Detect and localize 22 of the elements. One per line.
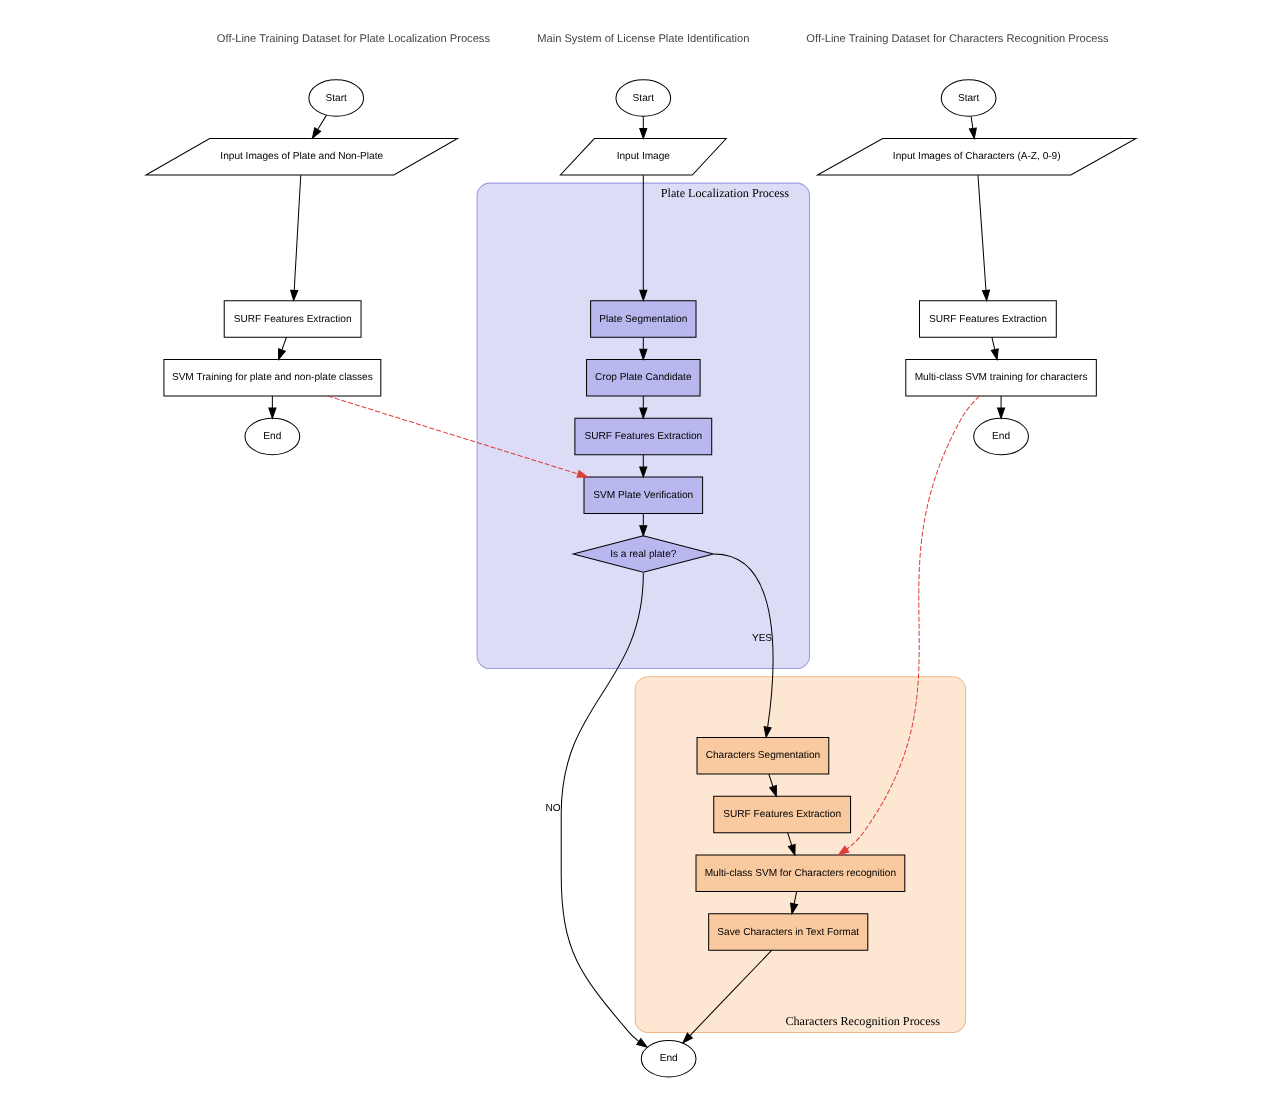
arrow [968,115,977,141]
arrow [560,572,649,1049]
arrow [837,395,980,856]
arrow [278,336,287,361]
arrow [639,115,648,141]
arrow [713,553,774,739]
arrow [996,395,1006,420]
arrow [639,395,648,420]
arrow [787,832,796,857]
arrow [768,773,777,798]
arrow [639,513,648,538]
arrow [311,114,327,140]
arrow [289,174,302,303]
arrow [790,891,799,916]
arrow [977,174,991,303]
arrow [639,174,648,303]
arrow [990,336,999,361]
arrow [268,395,277,420]
arrow [639,454,648,479]
arrow [681,949,773,1045]
arrow [327,395,590,478]
arrow [639,336,648,361]
